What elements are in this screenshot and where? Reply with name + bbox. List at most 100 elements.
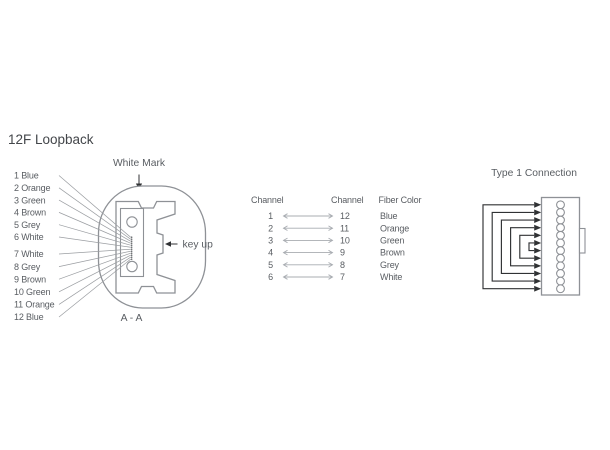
loopback-wiring — [482, 200, 565, 294]
channel-from: 2 — [268, 223, 273, 233]
fiber-dot — [130, 258, 133, 261]
arrow-right-head-icon — [328, 225, 334, 231]
loopback-arrow-icon — [534, 278, 542, 284]
fiber-color-header: Fiber Color — [379, 195, 422, 205]
fiber-label: 10 Green — [14, 287, 50, 297]
loopback-arrow-icon — [534, 285, 542, 292]
guide-pin-hole-bottom — [126, 260, 138, 273]
fiber-leader-line — [58, 199, 131, 242]
loopback-loop-line — [482, 204, 535, 290]
channel-from: 6 — [268, 272, 273, 282]
fiber-leader-line — [58, 224, 131, 246]
loopback-arrow-icon — [534, 270, 542, 277]
fiber-port — [556, 207, 565, 217]
fiber-label: 11 Orange — [14, 300, 55, 310]
arrow-left-head-icon — [282, 213, 288, 219]
fiber-port — [556, 238, 565, 248]
channel-from: 3 — [268, 236, 273, 246]
fiber-leader-line — [58, 256, 131, 305]
fiber-leader-line — [58, 212, 131, 244]
fiber-dot — [130, 238, 133, 241]
channel-to: 12 — [340, 211, 350, 221]
arrow-right-head-icon — [328, 274, 334, 280]
arrow-right-head-icon — [328, 213, 334, 219]
arrow-right-head-icon — [328, 237, 334, 244]
fiber-leader-line — [58, 254, 131, 293]
fiber-port — [556, 246, 565, 256]
loopback-loop-line — [500, 219, 535, 275]
fiber-label: 12 Blue — [14, 312, 44, 322]
fiber-label: 5 Grey — [14, 220, 41, 230]
fiber-leader-line — [58, 187, 131, 240]
channel-to: 7 — [340, 272, 345, 282]
arrow-right-head-icon — [328, 262, 334, 268]
loopback-arrow-icon — [534, 201, 542, 208]
fiber-port — [556, 284, 565, 294]
loopback-loop-line — [491, 211, 535, 282]
key-up-arrow-icon — [165, 241, 178, 247]
fiber-label: 4 Brown — [14, 208, 46, 218]
fiber-leader-line — [58, 258, 131, 318]
type1-title: Type 1 Connection — [491, 168, 577, 179]
fiber-dot — [130, 254, 133, 257]
fiber-label: 8 Grey — [14, 262, 41, 272]
fiber-color-value: Grey — [380, 260, 400, 270]
loopback-arrow-icon — [534, 262, 542, 269]
loopback-arrow-icon — [534, 209, 542, 216]
white-mark-label: White Mark — [113, 158, 166, 169]
fiber-label: 2 Orange — [14, 183, 50, 193]
fiber-leader-line — [58, 250, 131, 267]
loopback-arrow-icon — [534, 255, 542, 262]
fiber-dot — [130, 244, 133, 247]
fiber-dot — [130, 246, 133, 249]
loopback-arrow-icon — [534, 232, 542, 239]
key-up-label: key up — [183, 240, 214, 251]
fiber-label: 6 White — [14, 232, 44, 242]
fiber-label: 3 Green — [14, 195, 46, 205]
arrow-left-head-icon — [282, 225, 288, 231]
type1-connection-diagram: Type 1 Connection — [482, 168, 586, 296]
channel-to: 10 — [340, 236, 350, 246]
fiber-dot — [130, 252, 133, 255]
fiber-dot — [130, 242, 133, 245]
fiber-label: 9 Brown — [14, 274, 46, 284]
channel-from: 5 — [268, 260, 273, 270]
channel-header-right: Channel — [331, 195, 364, 205]
fiber-dot — [130, 256, 133, 259]
fiber-port — [556, 223, 565, 233]
fiber-port — [556, 269, 565, 278]
fiber-leader-line — [58, 248, 131, 255]
loopback-arrow-icon — [534, 247, 542, 254]
channel-from: 1 — [268, 211, 273, 221]
channel-to: 9 — [340, 248, 345, 258]
fiber-color-value: Orange — [380, 223, 409, 233]
arrow-left-head-icon — [282, 237, 288, 244]
channel-from: 4 — [268, 248, 273, 258]
channel-to: 8 — [340, 260, 345, 270]
fiber-port — [556, 253, 565, 263]
fiber-port — [556, 200, 565, 210]
loopback-arrow-icon — [534, 240, 542, 246]
arrow-right-head-icon — [328, 249, 334, 256]
fiber-label: 7 White — [14, 249, 44, 259]
loopback-loop-line — [528, 242, 535, 252]
fiber-dot — [130, 236, 133, 239]
connector-key-tab — [578, 227, 586, 254]
arrow-left-head-icon — [282, 274, 288, 280]
fiber-leader-line — [58, 236, 131, 248]
fiber-leader-line — [58, 175, 131, 238]
fiber-port — [556, 261, 565, 271]
loopback-arrow-icon — [534, 224, 542, 231]
arrow-left-head-icon — [282, 262, 288, 268]
fiber-dot — [130, 248, 133, 251]
fiber-color-value: White — [380, 272, 402, 282]
fiber-port — [556, 230, 565, 240]
channel-header-left: Channel — [251, 195, 284, 205]
page-title: 12F Loopback — [8, 132, 94, 147]
guide-pin-hole-top — [126, 216, 138, 228]
